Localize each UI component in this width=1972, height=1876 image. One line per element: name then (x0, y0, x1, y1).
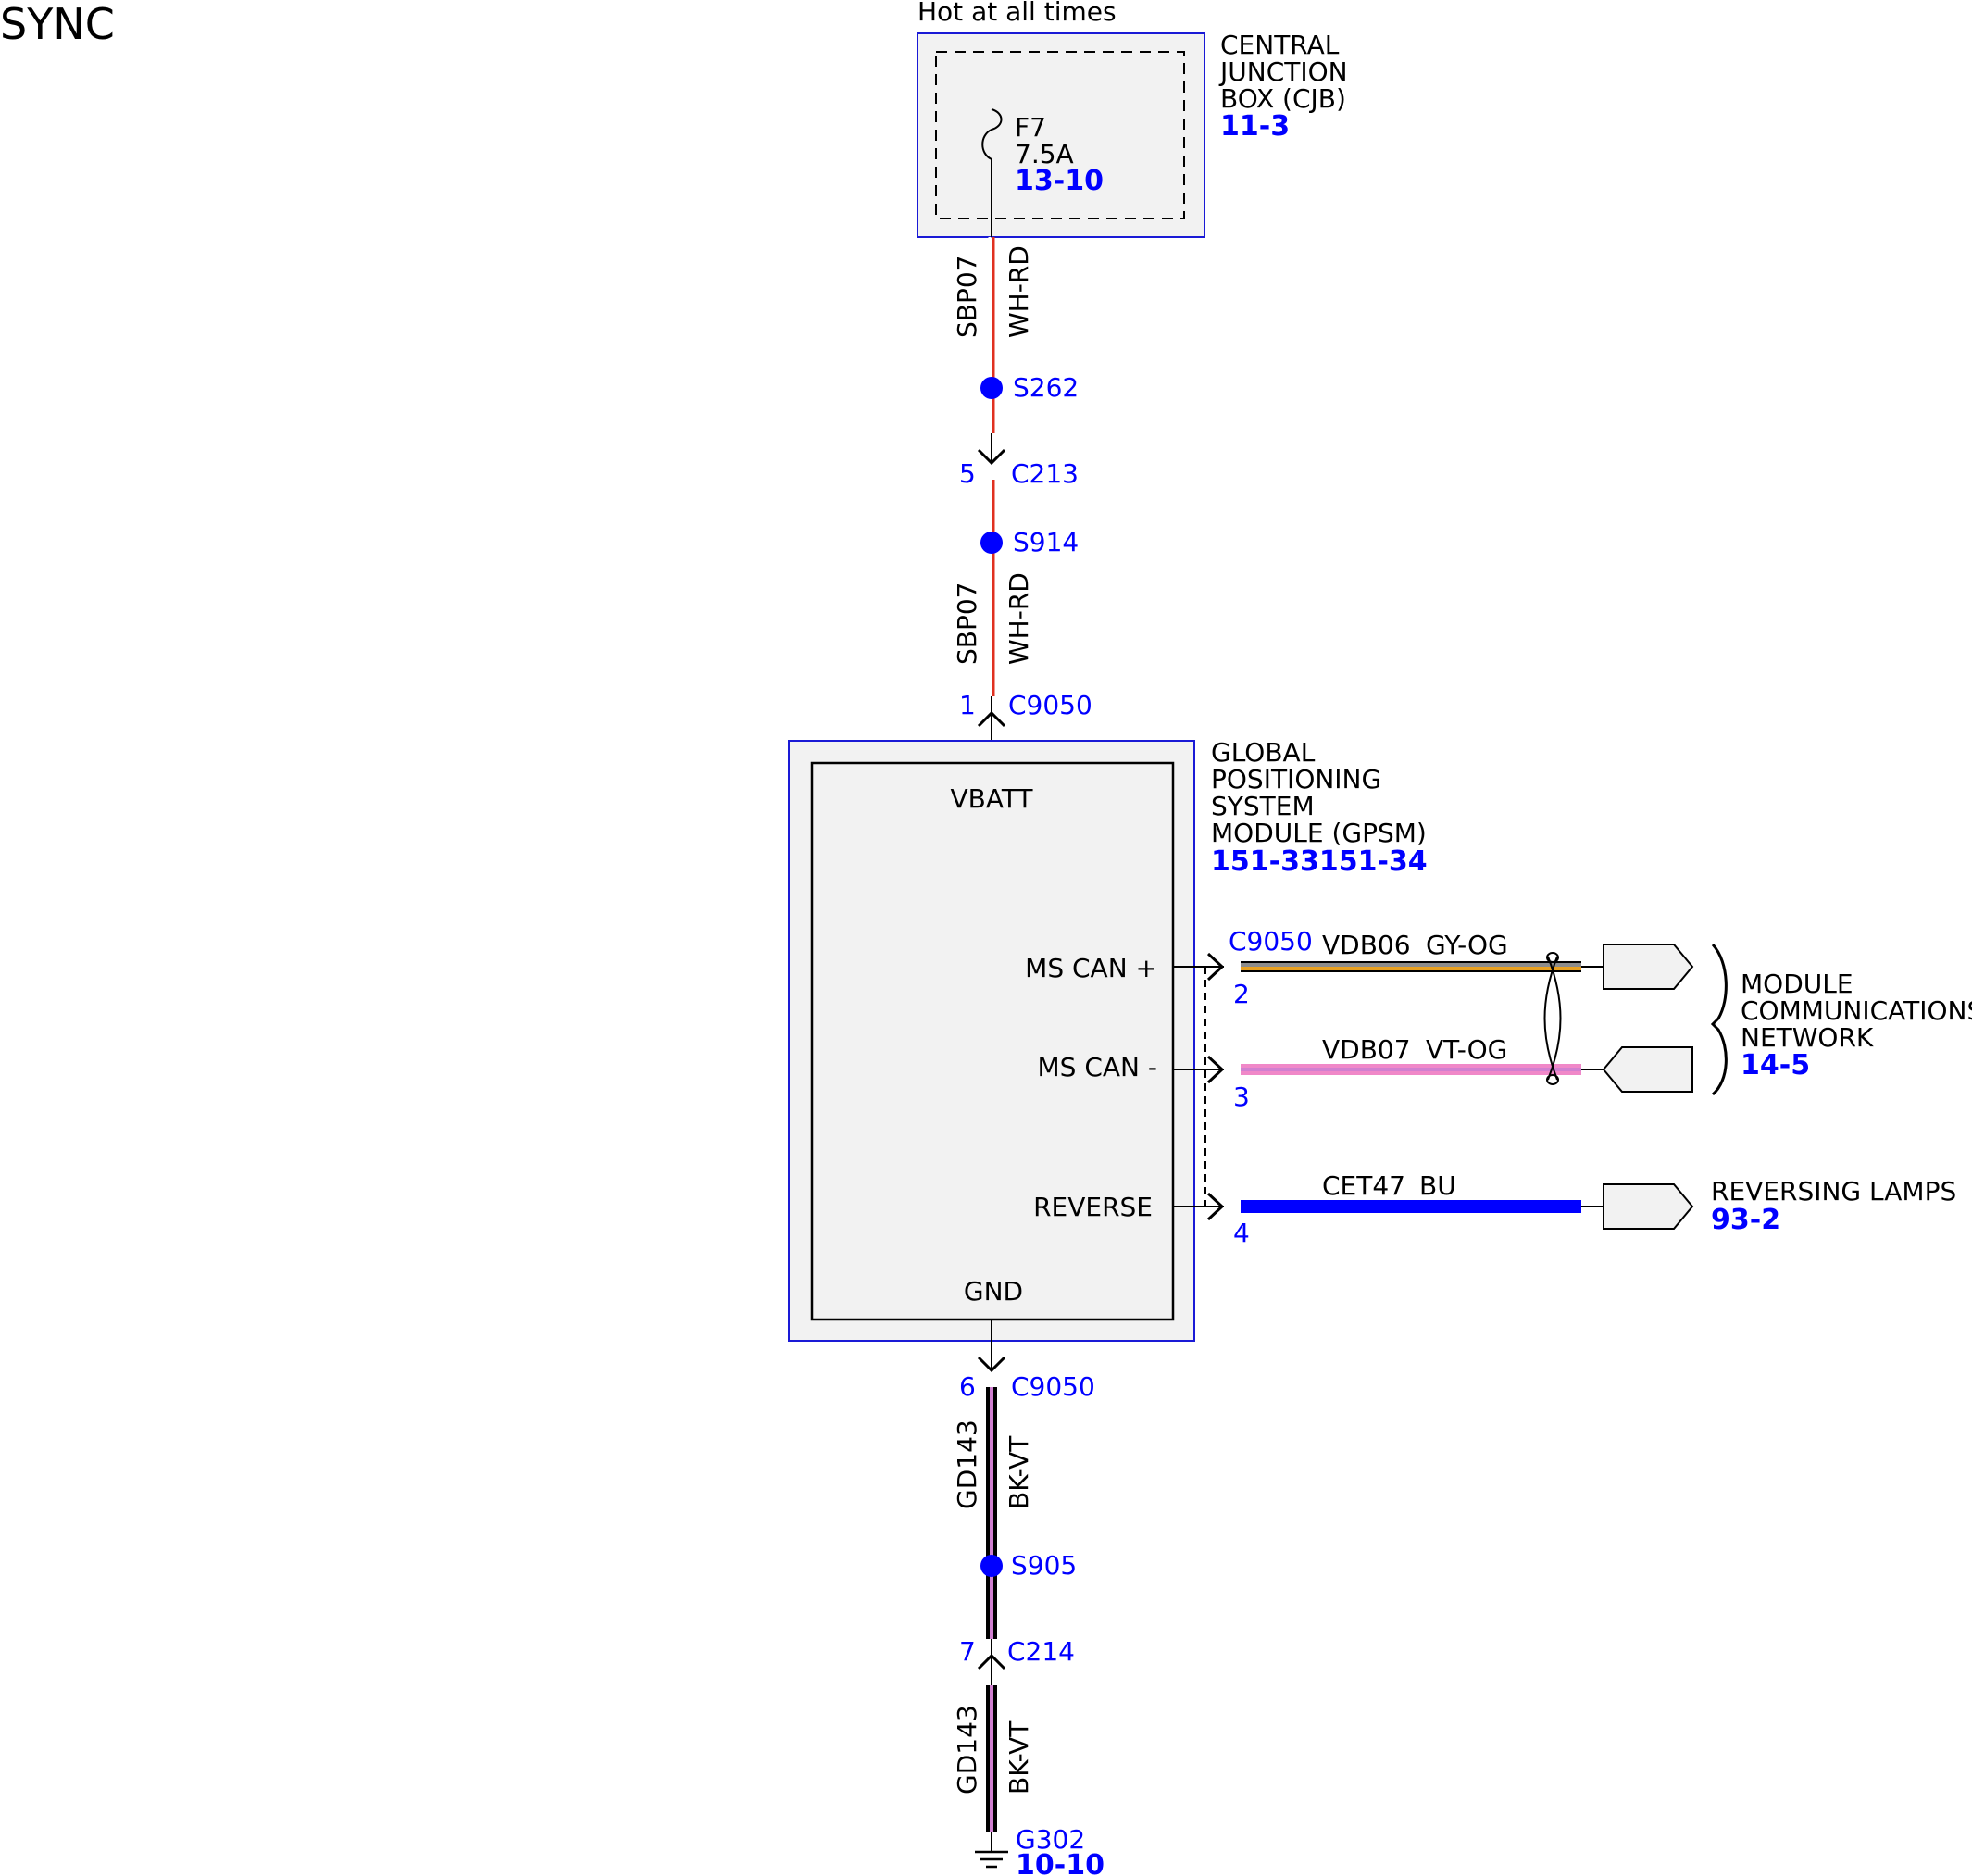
cjb-name-line-1: CENTRAL (1220, 30, 1340, 60)
twisted-pair-icon (1543, 956, 1562, 1081)
connector-c9050-right-id: C9050 (1229, 926, 1313, 957)
wire-vdb06-circuit: VDB06 (1322, 930, 1411, 960)
network-name-line-3: NETWORK (1741, 1022, 1874, 1053)
wire-gd143-top-color: BK-VT (1004, 1435, 1034, 1509)
wire-cet47-circuit: CET47 (1322, 1170, 1405, 1201)
splice-s914 (980, 532, 1003, 554)
gpsm-ref: 151-33151-34 (1211, 845, 1428, 878)
connector-c9050-vbatt-pin: 1 (959, 690, 976, 720)
wire-gd143-bottom-circuit: GD143 (952, 1705, 982, 1795)
wire-vdb06 (1241, 961, 1581, 972)
cjb-frame (917, 32, 1205, 238)
wire-gd143-top (986, 1387, 997, 1639)
fuse-ref: 13-10 (1015, 165, 1104, 197)
arrow-network-out-icon (1603, 944, 1694, 990)
ground-g302-ref: 10-10 (1016, 1849, 1105, 1876)
connector-c9050-gnd-icon (977, 1356, 1006, 1373)
connector-pin-2: 2 (1233, 979, 1250, 1009)
connector-pin-4: 4 (1233, 1218, 1250, 1248)
connector-c9050-vbatt-id: C9050 (1008, 690, 1092, 720)
ground-g302-id: G302 (1016, 1824, 1085, 1855)
wire-sbp07-mid-circuit: SBP07 (952, 582, 982, 666)
reversing-lamps-name: REVERSING LAMPS (1711, 1176, 1956, 1207)
network-name-line-2: COMMUNICATIONS (1741, 995, 1972, 1026)
gpsm-module: VBATT MS CAN + MS CAN - REVERSE GND (788, 740, 1195, 1342)
gpsm-inner (810, 761, 1175, 1321)
arrow-network-in-icon (1602, 1046, 1693, 1093)
fuse-f7-icon (981, 108, 1003, 160)
splice-s914-label: S914 (1013, 527, 1079, 557)
gpsm-name-line-2: POSITIONING (1211, 764, 1381, 794)
wire-cet47 (1241, 1200, 1581, 1213)
wire-vdb07-color: VT-OG (1426, 1034, 1507, 1065)
cjb-name-line-2: JUNCTION (1218, 56, 1348, 87)
cjb-ref: 11-3 (1220, 110, 1290, 143)
fuse-rating: 7.5A (1015, 139, 1074, 169)
wire-sbp07-top (988, 237, 995, 433)
wire-sbp07-top-color: WH-RD (1004, 245, 1034, 338)
gpsm-pin-ms-can-plus: MS CAN + (1025, 953, 1157, 983)
splice-s262-label: S262 (1013, 372, 1079, 403)
splice-s905 (980, 1555, 1003, 1577)
network-brace-icon (1710, 943, 1728, 1096)
connector-c9050-gnd-pin: 6 (959, 1371, 976, 1402)
connector-c214-pin: 7 (959, 1636, 976, 1667)
wire-vdb07 (1241, 1064, 1581, 1075)
cjb-name-line-3: BOX (CJB) (1220, 83, 1346, 114)
splice-s905-label: S905 (1011, 1550, 1077, 1581)
wire-gd143-bottom-color: BK-VT (1004, 1720, 1034, 1795)
twisted-pair-end-bottom (1546, 1074, 1559, 1085)
wire-sbp07-top-circuit: SBP07 (952, 256, 982, 339)
wire-vdb06-color: GY-OG (1426, 930, 1508, 960)
connector-c214-id: C214 (1007, 1636, 1075, 1667)
gpsm-pin-reverse: REVERSE (1033, 1192, 1153, 1222)
connector-pin-2-icon (1206, 952, 1225, 982)
power-source-label: Hot at all times (917, 0, 1117, 27)
network-name-line-1: MODULE (1741, 969, 1853, 999)
gpsm-pin-vbatt: VBATT (950, 783, 1033, 814)
gpsm-name-line-3: SYSTEM (1211, 791, 1315, 821)
connector-pin-4-icon (1206, 1192, 1225, 1221)
page-title: SYNC (0, 0, 115, 49)
twisted-pair-end-top (1546, 952, 1559, 963)
wire-vdb07-circuit: VDB07 (1322, 1034, 1411, 1065)
splice-s262 (980, 377, 1003, 399)
wire-sbp07-mid (988, 480, 995, 696)
connector-c213-id: C213 (1011, 458, 1079, 489)
wire-gd143-top-circuit: GD143 (952, 1420, 982, 1509)
connector-pin-3-icon (1206, 1055, 1225, 1084)
network-ref: 14-5 (1741, 1049, 1810, 1082)
arrow-reversing-out-icon (1603, 1183, 1694, 1230)
gpsm-name-line-4: MODULE (GPSM) (1211, 818, 1427, 848)
gpsm-pin-gnd: GND (964, 1276, 1023, 1307)
wire-gd143-bottom (986, 1685, 997, 1832)
reversing-lamps-ref: 93-2 (1711, 1204, 1780, 1236)
central-junction-box: F7 7.5A 13-10 (917, 32, 1205, 238)
connector-c213-pin: 5 (959, 458, 976, 489)
cjb-inner-dashed (935, 51, 1185, 219)
gpsm-name-line-1: GLOBAL (1211, 737, 1316, 768)
gpsm-pin-ms-can-minus: MS CAN - (1038, 1052, 1158, 1082)
wire-sbp07-mid-color: WH-RD (1004, 572, 1034, 665)
connector-pin-3: 3 (1233, 1082, 1250, 1112)
connector-c9050-gnd-id: C9050 (1011, 1371, 1095, 1402)
fuse-id: F7 (1015, 112, 1046, 143)
wire-cet47-color: BU (1419, 1170, 1456, 1201)
ground-g302-icon (975, 1832, 1008, 1869)
